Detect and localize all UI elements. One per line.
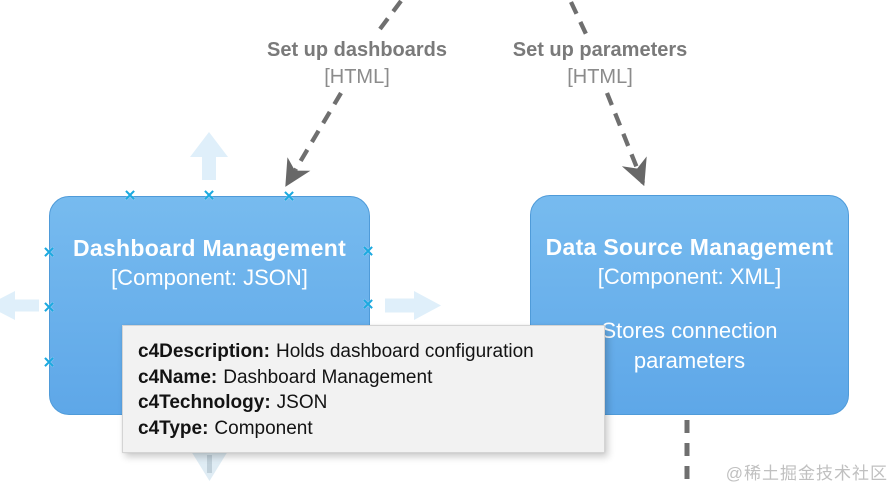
- selection-handle-icon[interactable]: ✕: [123, 187, 137, 205]
- component-metadata-tooltip: c4Description:Holds dashboard configurat…: [122, 325, 605, 453]
- edge-label-text: Set up parameters: [512, 39, 688, 61]
- component-title: Dashboard Management: [72, 235, 347, 261]
- selection-handle-icon[interactable]: ✕: [282, 188, 296, 206]
- selection-handle-icon[interactable]: ✕: [42, 299, 56, 317]
- selection-handle-icon[interactable]: ✕: [42, 354, 56, 372]
- tooltip-row: c4Technology:JSON: [138, 390, 589, 416]
- component-description: Stores connection parameters: [601, 318, 778, 373]
- component-stereotype: [Component: JSON]: [111, 265, 308, 290]
- edge-label-technology: [HTML]: [324, 66, 390, 88]
- tooltip-row: c4Description:Holds dashboard configurat…: [138, 339, 589, 365]
- tooltip-value: Holds dashboard configuration: [275, 341, 534, 362]
- direction-arrow-left-icon[interactable]: [0, 291, 39, 320]
- tooltip-key: c4Type:: [138, 417, 209, 439]
- tooltip-row: c4Type:Component: [138, 416, 589, 442]
- tooltip-row: c4Name:Dashboard Management: [138, 365, 589, 391]
- edge-label-set-up-parameters[interactable]: Set up parameters [HTML]: [513, 37, 688, 91]
- connector-set-up-dashboards-lower[interactable]: [285, 91, 343, 187]
- tooltip-value: Component: [214, 417, 313, 439]
- edge-label-set-up-dashboards[interactable]: Set up dashboards [HTML]: [267, 37, 447, 91]
- tooltip-key: c4Technology:: [138, 392, 271, 413]
- direction-arrow-right-icon[interactable]: [385, 291, 441, 320]
- direction-arrow-up-icon[interactable]: [190, 132, 228, 180]
- tooltip-key: c4Name:: [138, 366, 218, 388]
- tooltip-value: Dashboard Management: [223, 366, 433, 388]
- connector-set-up-parameters-lower[interactable]: [605, 92, 647, 187]
- component-dashboard-management[interactable]: Dashboard Management [Component: JSON]: [49, 196, 370, 415]
- edge-label-text: Set up dashboards: [266, 39, 448, 61]
- connector-set-up-parameters-upper[interactable]: [569, 1, 588, 35]
- edge-label-technology: [HTML]: [567, 66, 633, 88]
- tooltip-value: JSON: [276, 392, 328, 413]
- watermark: @稀土掘金技术社区: [725, 464, 888, 483]
- tooltip-key: c4Description:: [138, 341, 270, 362]
- connector-set-up-dashboards-upper[interactable]: [375, 0, 403, 35]
- component-stereotype: [Component: XML]: [597, 264, 782, 289]
- selection-handle-icon[interactable]: ✕: [202, 187, 216, 205]
- selection-handle-icon[interactable]: ✕: [361, 296, 375, 314]
- selection-handle-icon[interactable]: ✕: [361, 243, 375, 261]
- selection-handle-icon[interactable]: ✕: [42, 244, 56, 262]
- direction-arrow-down-icon[interactable]: [191, 451, 228, 481]
- component-title: Data Source Management: [545, 234, 834, 260]
